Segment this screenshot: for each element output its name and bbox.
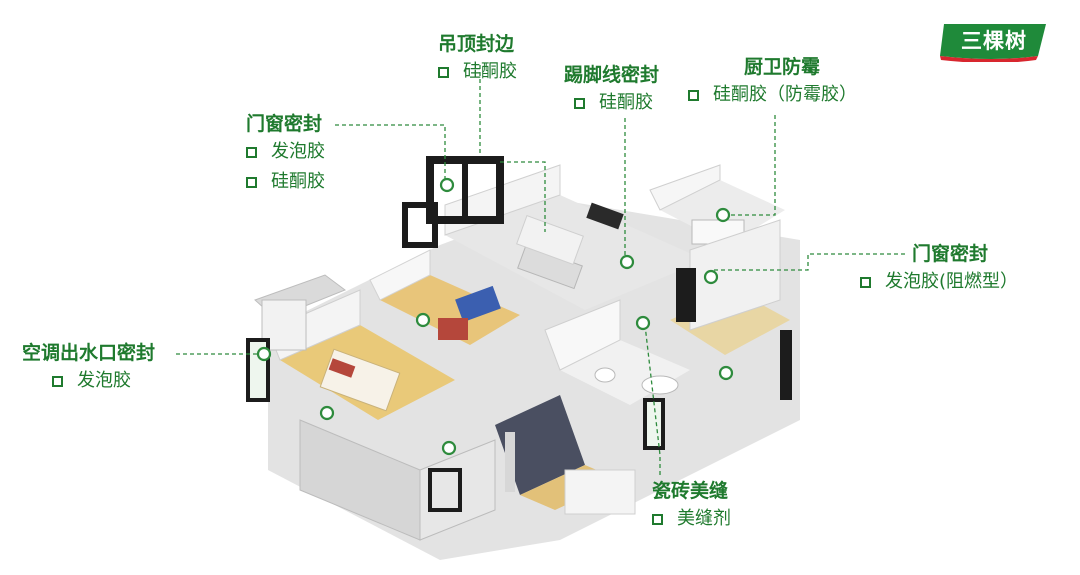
logo-text: 三棵树 — [961, 29, 1027, 53]
leader-win-left — [335, 124, 446, 183]
ring-marker-icon — [718, 365, 734, 381]
bed-pillow — [328, 358, 356, 378]
label-item-text: 发泡胶 — [271, 141, 325, 162]
leader-lines — [176, 65, 905, 475]
leader-kitchen — [725, 115, 776, 216]
ring-marker-icon — [415, 312, 431, 328]
ring-marker-icon — [439, 177, 455, 193]
label-item-text: 硅酮胶 — [463, 61, 517, 82]
square-outline-icon — [52, 375, 63, 387]
label-title: 门窗密封 — [246, 113, 323, 135]
bathroom-wall — [544, 299, 621, 371]
square-outline-icon — [688, 89, 699, 101]
label-item: 硅酮胶 — [246, 167, 325, 197]
label-tile-grout: 瓷砖美缝 美缝剂 — [652, 478, 731, 534]
label-item-text: 硅酮胶 — [599, 92, 653, 113]
square-outline-icon — [246, 146, 257, 158]
right-window — [643, 398, 665, 450]
label-item: 硅酮胶（防霉胶） — [688, 80, 857, 110]
label-item: 发泡胶 — [22, 366, 155, 396]
square-outline-icon — [438, 66, 449, 78]
ring-marker-icon — [703, 269, 719, 285]
rug — [516, 215, 584, 265]
label-item: 美缝剂 — [652, 504, 731, 534]
ring-markers — [256, 177, 734, 456]
leader-tile — [644, 324, 661, 475]
kitchen-wall — [649, 164, 721, 211]
brand-logo: 三棵树 — [938, 22, 1050, 63]
label-window-seal-right: 门窗密封 发泡胶(阻燃型） — [860, 241, 1018, 297]
label-item: 发泡胶 — [246, 137, 325, 167]
label-item-text: 硅酮胶 — [271, 171, 325, 192]
label-title: 空调出水口密封 — [22, 342, 156, 364]
label-kitchen-bath-mold: 厨卫防霉 硅酮胶（防霉胶） — [688, 54, 857, 110]
wardrobe — [564, 469, 636, 515]
ring-marker-icon — [256, 346, 272, 362]
label-title: 吊顶封边 — [438, 33, 515, 55]
toilet — [594, 367, 616, 383]
square-outline-icon — [574, 97, 585, 109]
leader-misc-1 — [500, 161, 546, 232]
right-room-door — [676, 268, 696, 322]
square-outline-icon — [860, 276, 871, 288]
label-title: 门窗密封 — [912, 243, 989, 265]
bathtub — [641, 375, 679, 395]
tv — [586, 202, 624, 230]
label-title: 厨卫防霉 — [744, 56, 821, 78]
right-corner-post — [780, 330, 792, 400]
label-item-text: 发泡胶(阻燃型） — [885, 271, 1019, 292]
kids-desk — [438, 318, 468, 340]
label-title: 踢脚线密封 — [564, 64, 660, 86]
label-window-seal-left: 门窗密封 发泡胶 硅酮胶 — [246, 111, 325, 197]
label-item: 硅酮胶 — [564, 88, 659, 118]
label-item: 硅酮胶 — [438, 57, 517, 87]
ring-marker-icon — [441, 440, 457, 456]
label-item-text: 美缝剂 — [677, 508, 731, 529]
square-outline-icon — [652, 513, 663, 525]
label-title: 瓷砖美缝 — [652, 480, 729, 502]
label-item: 发泡胶(阻燃型） — [860, 267, 1018, 297]
ring-marker-icon — [319, 405, 335, 421]
kids-room-floor — [380, 275, 520, 345]
balcony-cabinet — [261, 299, 307, 351]
front-wall-mid — [419, 439, 496, 541]
closet-shelves — [505, 432, 515, 492]
label-item-text: 发泡胶 — [77, 370, 131, 391]
ring-marker-icon — [715, 207, 731, 223]
kids-bed — [455, 285, 501, 323]
label-item-text: 硅酮胶（防霉胶） — [713, 84, 857, 105]
kids-room-wall — [369, 249, 431, 301]
ring-marker-icon — [635, 315, 651, 331]
ring-marker-icon — [619, 254, 635, 270]
closet — [495, 395, 585, 495]
label-skirting-seal: 踢脚线密封 硅酮胶 — [564, 62, 659, 118]
label-ceiling-edge: 吊顶封边 硅酮胶 — [438, 31, 517, 87]
front-window — [428, 468, 462, 512]
back-window-frame-2 — [402, 202, 438, 248]
square-outline-icon — [246, 176, 257, 188]
logo-shape — [940, 24, 1046, 63]
label-ac-outlet-seal: 空调出水口密封 发泡胶 — [22, 340, 155, 396]
